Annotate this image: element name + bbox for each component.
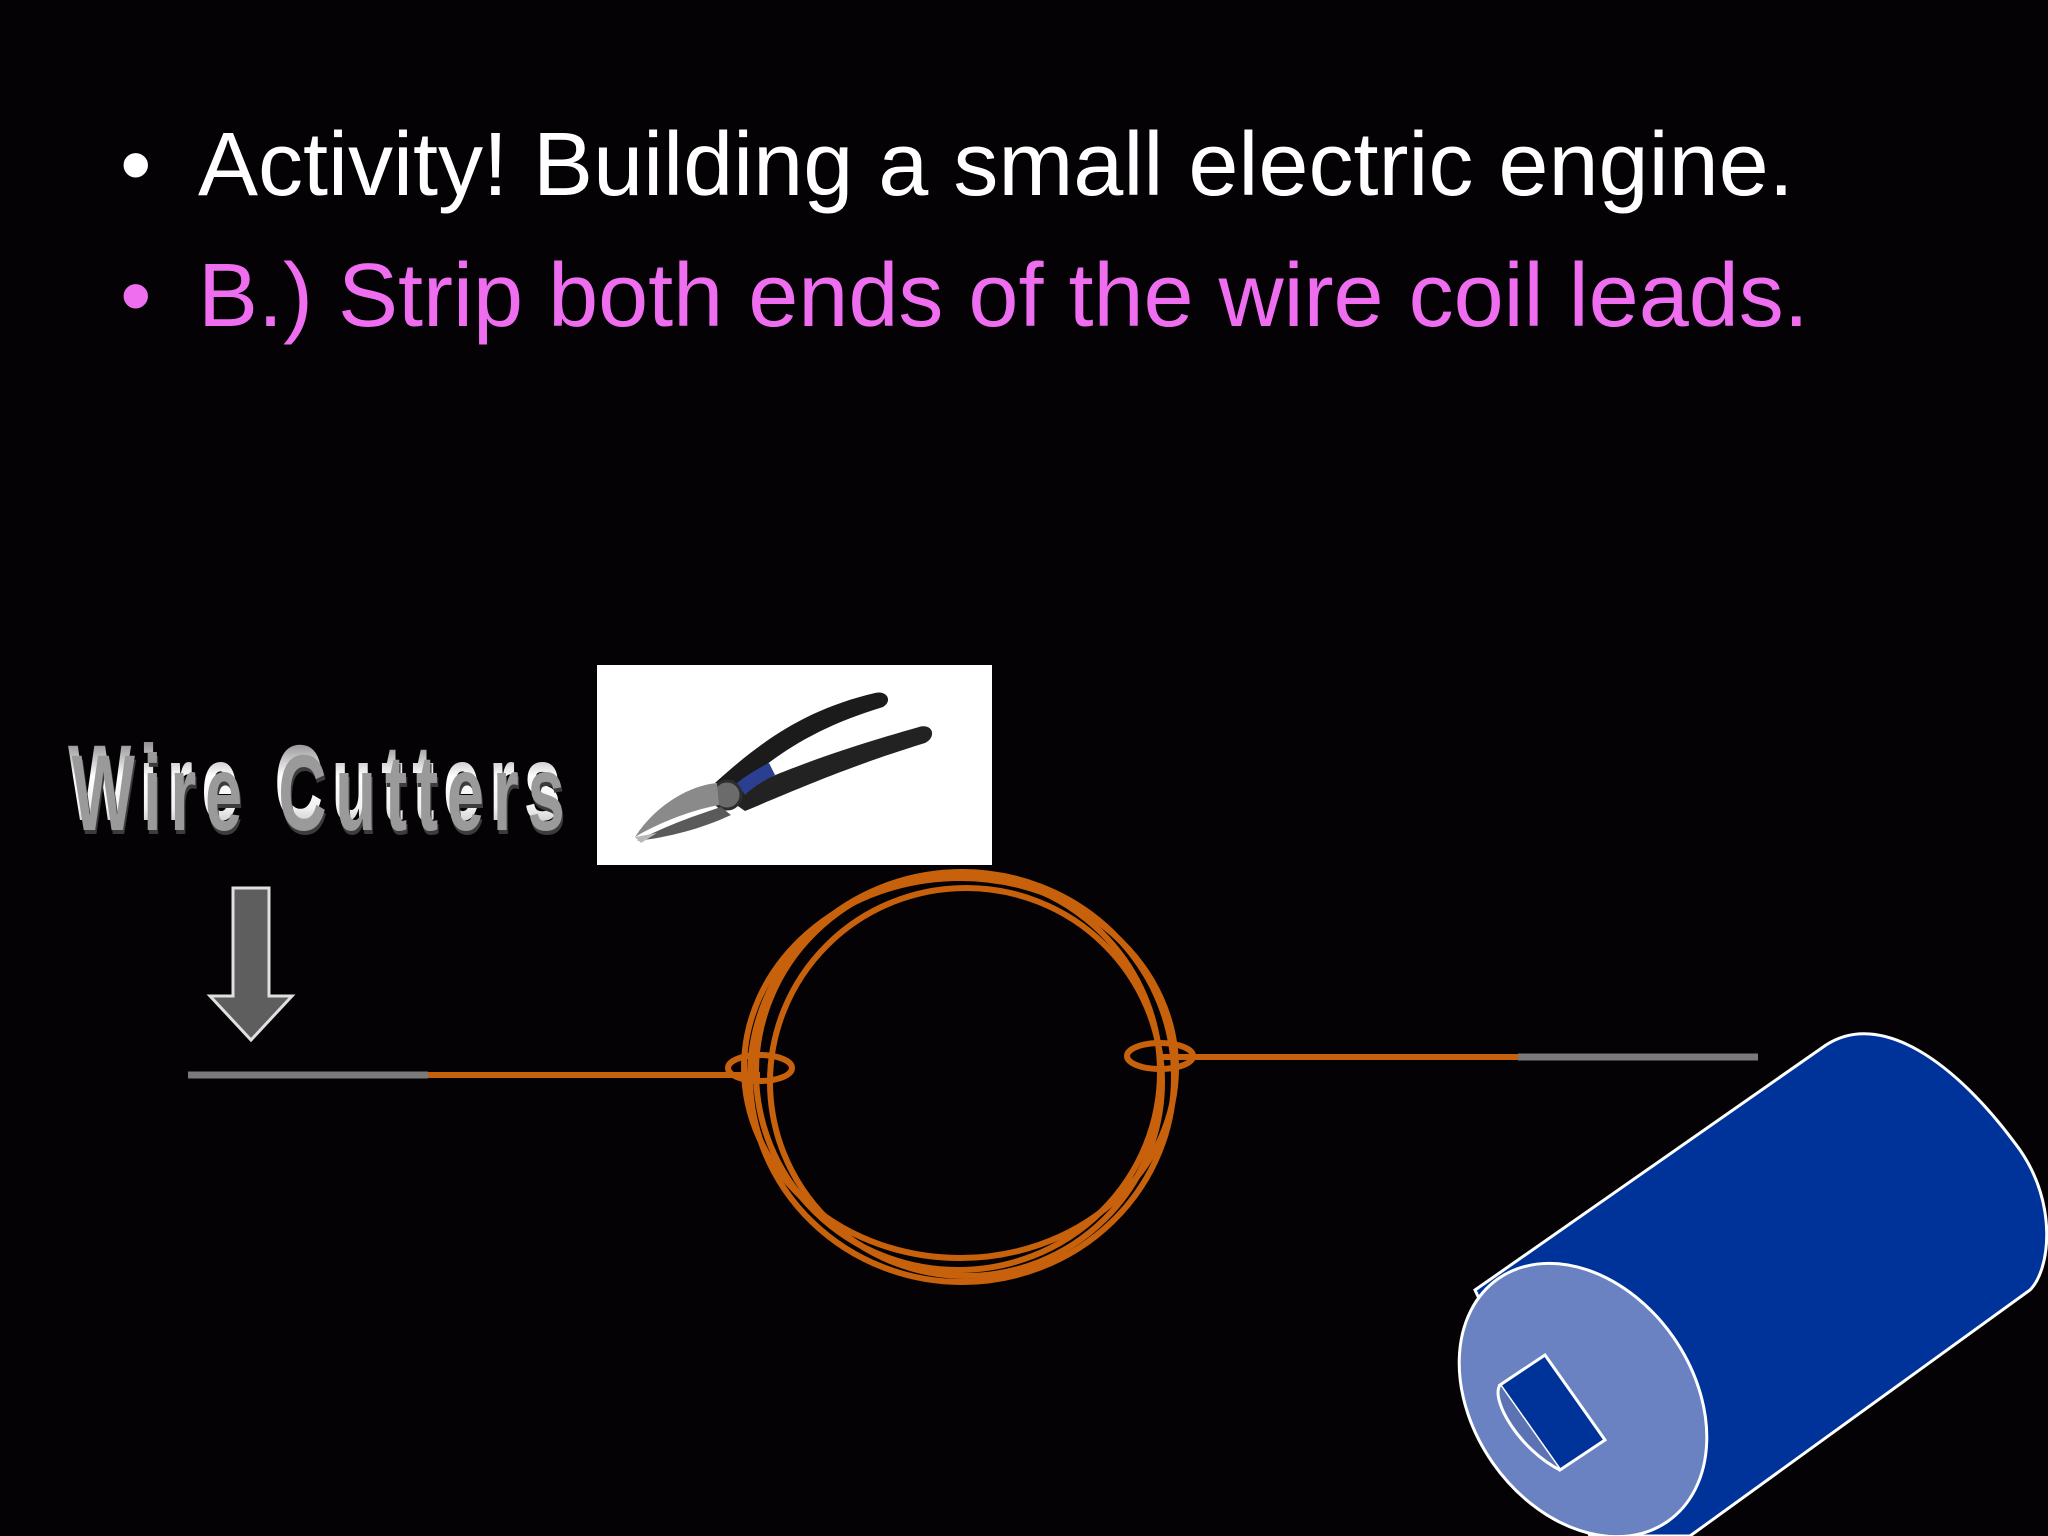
cylinder-magnet-icon: [1457, 1032, 2048, 1536]
bullet-dot: •: [120, 246, 152, 346]
bullet-item-activity: • Activity! Building a small electric en…: [120, 100, 1809, 231]
bullet-dot: •: [120, 115, 152, 215]
bullet-text: Activity! Building a small electric engi…: [198, 115, 1794, 215]
down-arrow-icon: [206, 886, 296, 1043]
wire-coil-icon: [725, 869, 1196, 1285]
wire-cutters-photo: [597, 665, 992, 865]
wire-cutters-wordart: Wire Cutters: [68, 722, 570, 843]
bullet-list: • Activity! Building a small electric en…: [120, 100, 1809, 362]
bullet-text: B.) Strip both ends of the wire coil lea…: [198, 246, 1809, 346]
bullet-item-strip-step: • B.) Strip both ends of the wire coil l…: [120, 231, 1809, 362]
wire-cutters-icon: [635, 692, 933, 843]
